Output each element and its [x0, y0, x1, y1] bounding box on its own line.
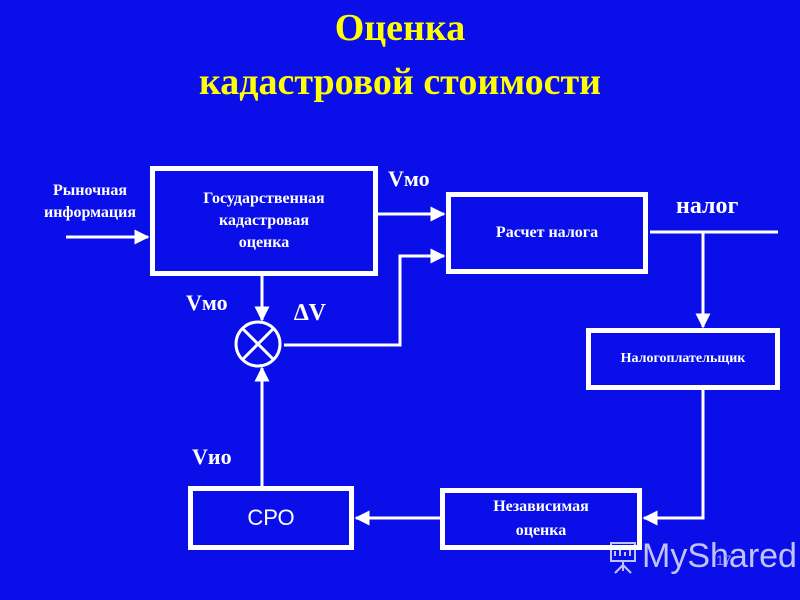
v-mo-top-label: Vмо: [388, 166, 430, 191]
state-valuation-box: Государственная кадастровая оценка: [150, 166, 378, 276]
tax-label: налог: [676, 193, 739, 219]
title-line-2: кадастровой стоимости: [198, 61, 602, 103]
v-io-label: Vио: [192, 444, 232, 469]
delta-v-label: ∆V: [294, 300, 327, 326]
title-line-1: Оценка: [334, 7, 466, 49]
page-number: 17: [716, 552, 732, 568]
arrow-taxpayer-to-independent: [642, 390, 705, 526]
arrow-delta-to-tax: [284, 248, 446, 347]
comparator-icon: [234, 320, 282, 368]
sro-box: СРО: [188, 486, 354, 550]
presentation-icon: [610, 541, 636, 574]
independent-valuation-box: Независимая оценка: [440, 488, 642, 550]
taxpayer-box: Налогоплательщик: [586, 328, 780, 390]
v-mo-left-label: Vмо: [186, 290, 228, 315]
tax-calc-box: Расчет налога: [446, 192, 648, 274]
watermark-text: MyShared: [642, 537, 797, 575]
watermark-logo: MyShared: [608, 537, 797, 576]
market-info-label: Рыночная информация: [43, 182, 137, 221]
